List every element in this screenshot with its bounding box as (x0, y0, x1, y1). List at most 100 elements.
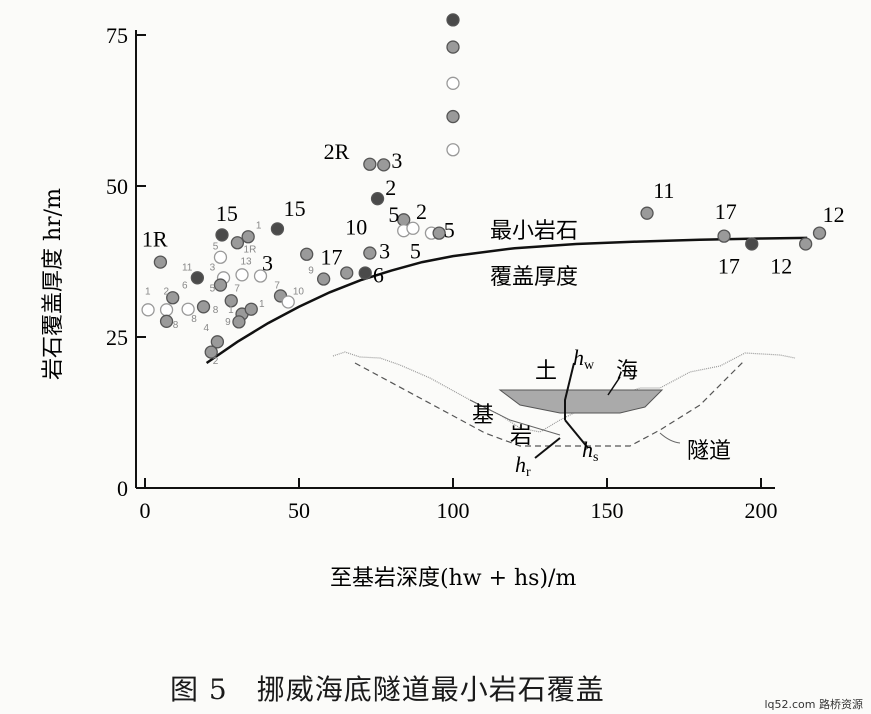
data-point-open (446, 76, 460, 90)
data-point-gray (224, 294, 238, 308)
inset-label-bedrock-1: 基 (472, 403, 494, 428)
minor-point-label: 13 (240, 257, 252, 268)
point-label: 17 (715, 199, 737, 224)
data-point-gray (196, 300, 211, 314)
inset-label-tunnel: 隧道 (687, 439, 731, 464)
inset-bedrock-line (469, 399, 561, 436)
point-label: 12 (770, 254, 792, 279)
minor-point-label: 9 (225, 317, 231, 328)
point-label: 3 (262, 251, 273, 276)
minor-point-label: 2 (163, 287, 169, 298)
y-axis-label: 岩石覆盖厚度 hr/m (41, 188, 66, 380)
point-label: 12 (823, 202, 845, 227)
curve-label-line-1: 最小岩石 (490, 219, 578, 244)
y-tick-label: 50 (106, 174, 128, 199)
data-point-gray (213, 278, 228, 292)
data-point-open (159, 303, 174, 317)
inset-sea-pointer (607, 376, 621, 396)
data-point-open (181, 302, 195, 316)
data-point-dark (190, 271, 205, 285)
minor-point-label: 5 (210, 284, 216, 295)
x-tick-label: 150 (591, 498, 624, 523)
minor-point-label: 1 (145, 287, 151, 298)
data-point-dark (745, 237, 759, 251)
point-label: 3 (391, 148, 402, 173)
data-point-open (213, 250, 228, 264)
x-tick-label: 0 (140, 498, 151, 523)
point-label: 10 (345, 214, 367, 239)
data-point-gray (717, 229, 731, 243)
minor-point-label: 8 (173, 320, 179, 331)
data-point-gray (204, 345, 218, 359)
minor-point-label: 7 (234, 284, 240, 295)
inset-hw-pointer (564, 362, 575, 420)
y-tick-label: 25 (106, 325, 128, 350)
minor-point-label: 1 (259, 299, 265, 310)
data-point-gray (799, 237, 813, 251)
data-point-dark (370, 192, 385, 206)
data-point-gray (640, 206, 654, 220)
data-point-gray (363, 246, 377, 260)
point-label: 1R (142, 226, 168, 251)
minor-point-label: 8 (191, 314, 197, 325)
data-point-gray (446, 109, 460, 124)
x-tick-label: 200 (745, 498, 778, 523)
minor-point-label: 8 (213, 305, 219, 316)
point-label: 17 (321, 245, 343, 270)
data-point-gray (232, 315, 246, 329)
data-point-gray (166, 291, 180, 305)
minor-point-label: 9 (308, 266, 314, 277)
data-point-gray (159, 314, 174, 328)
data-point-dark (446, 13, 460, 27)
data-point-gray (432, 226, 446, 240)
y-tick-label: 75 (106, 23, 128, 48)
min-cover-curve (205, 236, 808, 365)
data-point-dark (358, 266, 372, 280)
minor-point-label: 3 (210, 263, 216, 274)
data-point-gray (244, 302, 258, 316)
inset-label-hw: hw (573, 345, 595, 373)
data-point-gray (446, 40, 460, 54)
minor-point-label: 4 (204, 323, 210, 334)
figure-caption: 图 5 挪威海底隧道最小岩石覆盖 (170, 673, 605, 706)
data-point-gray (230, 236, 245, 250)
data-point-gray (340, 266, 354, 280)
point-label: 6 (373, 263, 384, 288)
point-label: 2 (416, 199, 427, 224)
data-point-gray (812, 226, 827, 240)
data-point-gray (300, 247, 314, 261)
point-label: 3 (379, 238, 390, 263)
inset-ground-surface (332, 351, 796, 433)
inset-label-soil: 土 (535, 359, 557, 384)
data-point-gray (377, 158, 391, 172)
point-label: 5 (444, 217, 455, 242)
watermark: lq52.com 路桥资源 (764, 698, 863, 711)
inset-tunnel-pointer (659, 432, 681, 444)
point-label: 2 (385, 175, 396, 200)
data-point-gray (363, 157, 377, 171)
minor-point-label: 11 (182, 263, 193, 274)
minor-point-label: 1 (228, 305, 234, 316)
point-label: 5 (410, 238, 421, 263)
data-point-open (406, 221, 420, 235)
x-tick-label: 100 (437, 498, 470, 523)
inset-label-bedrock-2: 岩 (510, 424, 532, 449)
inset-hr-pointer (534, 437, 561, 459)
minor-point-label: 10 (293, 287, 305, 298)
data-point-open (253, 269, 268, 283)
point-label: 15 (216, 201, 238, 226)
inset-sea (498, 389, 664, 414)
x-axis-label: 至基岩深度(hw + hs)/m (330, 566, 576, 591)
data-point-dark (270, 222, 285, 236)
inset-label-hs: hs (582, 437, 598, 465)
x-tick-label: 50 (288, 498, 310, 523)
data-point-gray (153, 255, 168, 269)
point-label: 17 (718, 254, 740, 279)
data-point-open (281, 295, 295, 309)
data-point-gray (241, 230, 255, 244)
minor-point-label: 7 (274, 281, 280, 292)
data-point-open (235, 268, 249, 282)
